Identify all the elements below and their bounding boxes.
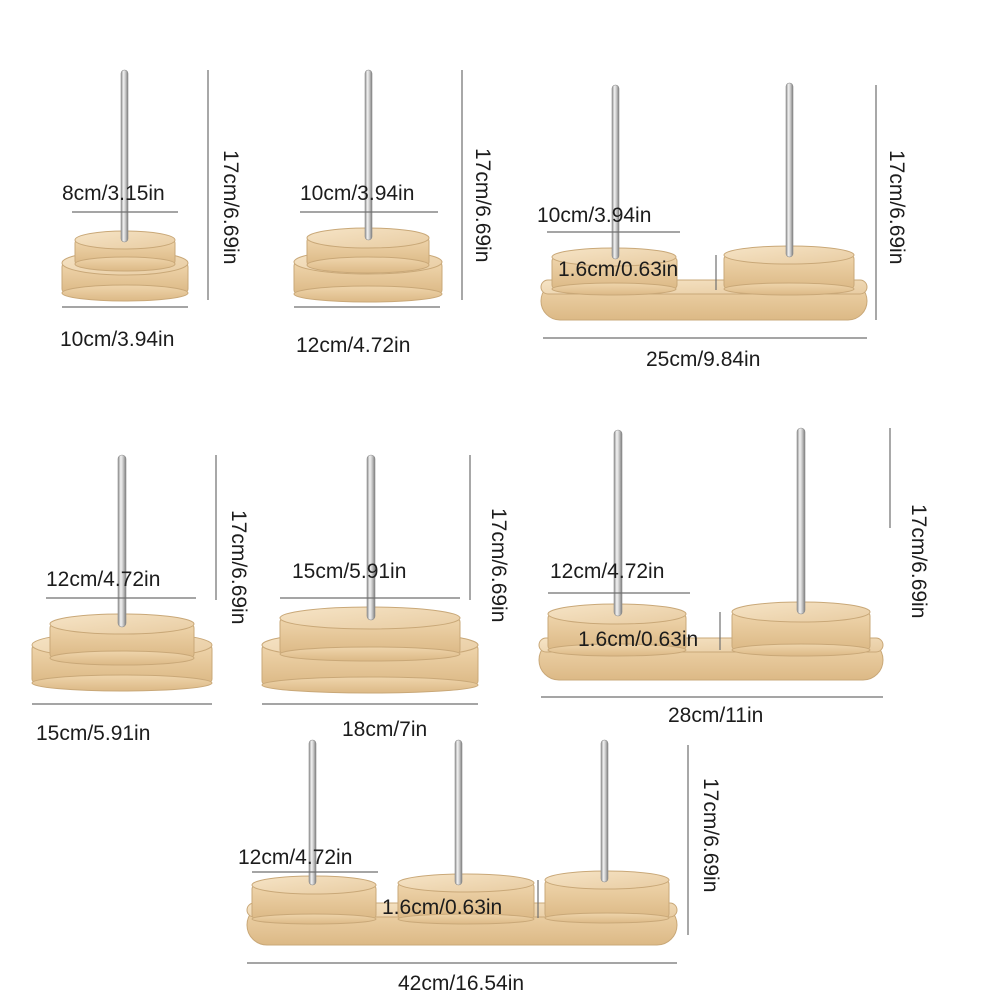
metal-rod-right bbox=[785, 82, 794, 258]
disc-width-label: 10cm/3.94in bbox=[300, 182, 414, 205]
metal-rod-right bbox=[796, 427, 806, 615]
disc-left bbox=[547, 603, 687, 657]
disc-width-label: 12cm/4.72in bbox=[46, 568, 160, 591]
winder-single-xlarge: 15cm/5.91in 18cm/7in 17cm/6.69in bbox=[261, 454, 510, 741]
base-width-label: 15cm/5.91in bbox=[36, 722, 150, 745]
winder-single-medium: 10cm/3.94in 12cm/4.72in 17cm/6.69in bbox=[293, 69, 494, 357]
base-width-label: 25cm/9.84in bbox=[646, 348, 760, 371]
metal-rod bbox=[366, 454, 376, 621]
metal-rod bbox=[117, 454, 127, 628]
metal-rod-right bbox=[600, 739, 609, 883]
top-disc bbox=[74, 230, 176, 272]
metal-rod bbox=[120, 69, 129, 243]
disc-width-label: 8cm/3.15in bbox=[62, 182, 165, 205]
disc-thickness-label: 1.6cm/0.63in bbox=[382, 896, 502, 919]
top-disc bbox=[306, 227, 430, 274]
height-label: 17cm/6.69in bbox=[885, 150, 908, 264]
height-label: 17cm/6.69in bbox=[219, 150, 242, 264]
height-label: 17cm/6.69in bbox=[227, 510, 250, 624]
metal-rod bbox=[364, 69, 373, 241]
height-label: 17cm/6.69in bbox=[471, 148, 494, 262]
disc-thickness-label: 1.6cm/0.63in bbox=[558, 258, 678, 281]
base-width-label: 10cm/3.94in bbox=[60, 328, 174, 351]
winder-triple-42: 12cm/4.72in 1.6cm/0.63in 42cm/16.54in 17… bbox=[238, 739, 722, 995]
disc-width-label: 12cm/4.72in bbox=[238, 846, 352, 869]
base-width-label: 42cm/16.54in bbox=[398, 972, 524, 995]
metal-rod-middle bbox=[454, 739, 463, 886]
metal-rod-left bbox=[613, 429, 623, 617]
top-disc bbox=[49, 613, 195, 666]
metal-rod-left bbox=[308, 739, 317, 886]
winder-double-28: 12cm/4.72in 1.6cm/0.63in 28cm/11in 17cm/… bbox=[538, 427, 930, 727]
winder-single-small: 8cm/3.15in 10cm/3.94in 17cm/6.69in bbox=[60, 69, 242, 351]
height-label: 17cm/6.69in bbox=[487, 508, 510, 622]
base-width-label: 12cm/4.72in bbox=[296, 334, 410, 357]
winder-single-large: 12cm/4.72in 15cm/5.91in 17cm/6.69in bbox=[31, 454, 250, 745]
disc-width-label: 10cm/3.94in bbox=[537, 204, 651, 227]
height-label: 17cm/6.69in bbox=[699, 778, 722, 892]
height-label: 17cm/6.69in bbox=[907, 504, 930, 618]
disc-width-label: 12cm/4.72in bbox=[550, 560, 664, 583]
base-width-label: 18cm/7in bbox=[342, 718, 427, 741]
winder-double-25: 10cm/3.94in 1.6cm/0.63in 25cm/9.84in 17c… bbox=[537, 82, 908, 371]
metal-rod-left bbox=[611, 84, 620, 260]
disc-middle bbox=[397, 873, 535, 925]
disc-width-dimension: 8cm/3.15in bbox=[62, 182, 178, 213]
disc-width-label: 15cm/5.91in bbox=[292, 560, 406, 583]
disc-thickness-label: 1.6cm/0.63in bbox=[578, 628, 698, 651]
base-width-label: 28cm/11in bbox=[668, 704, 763, 727]
